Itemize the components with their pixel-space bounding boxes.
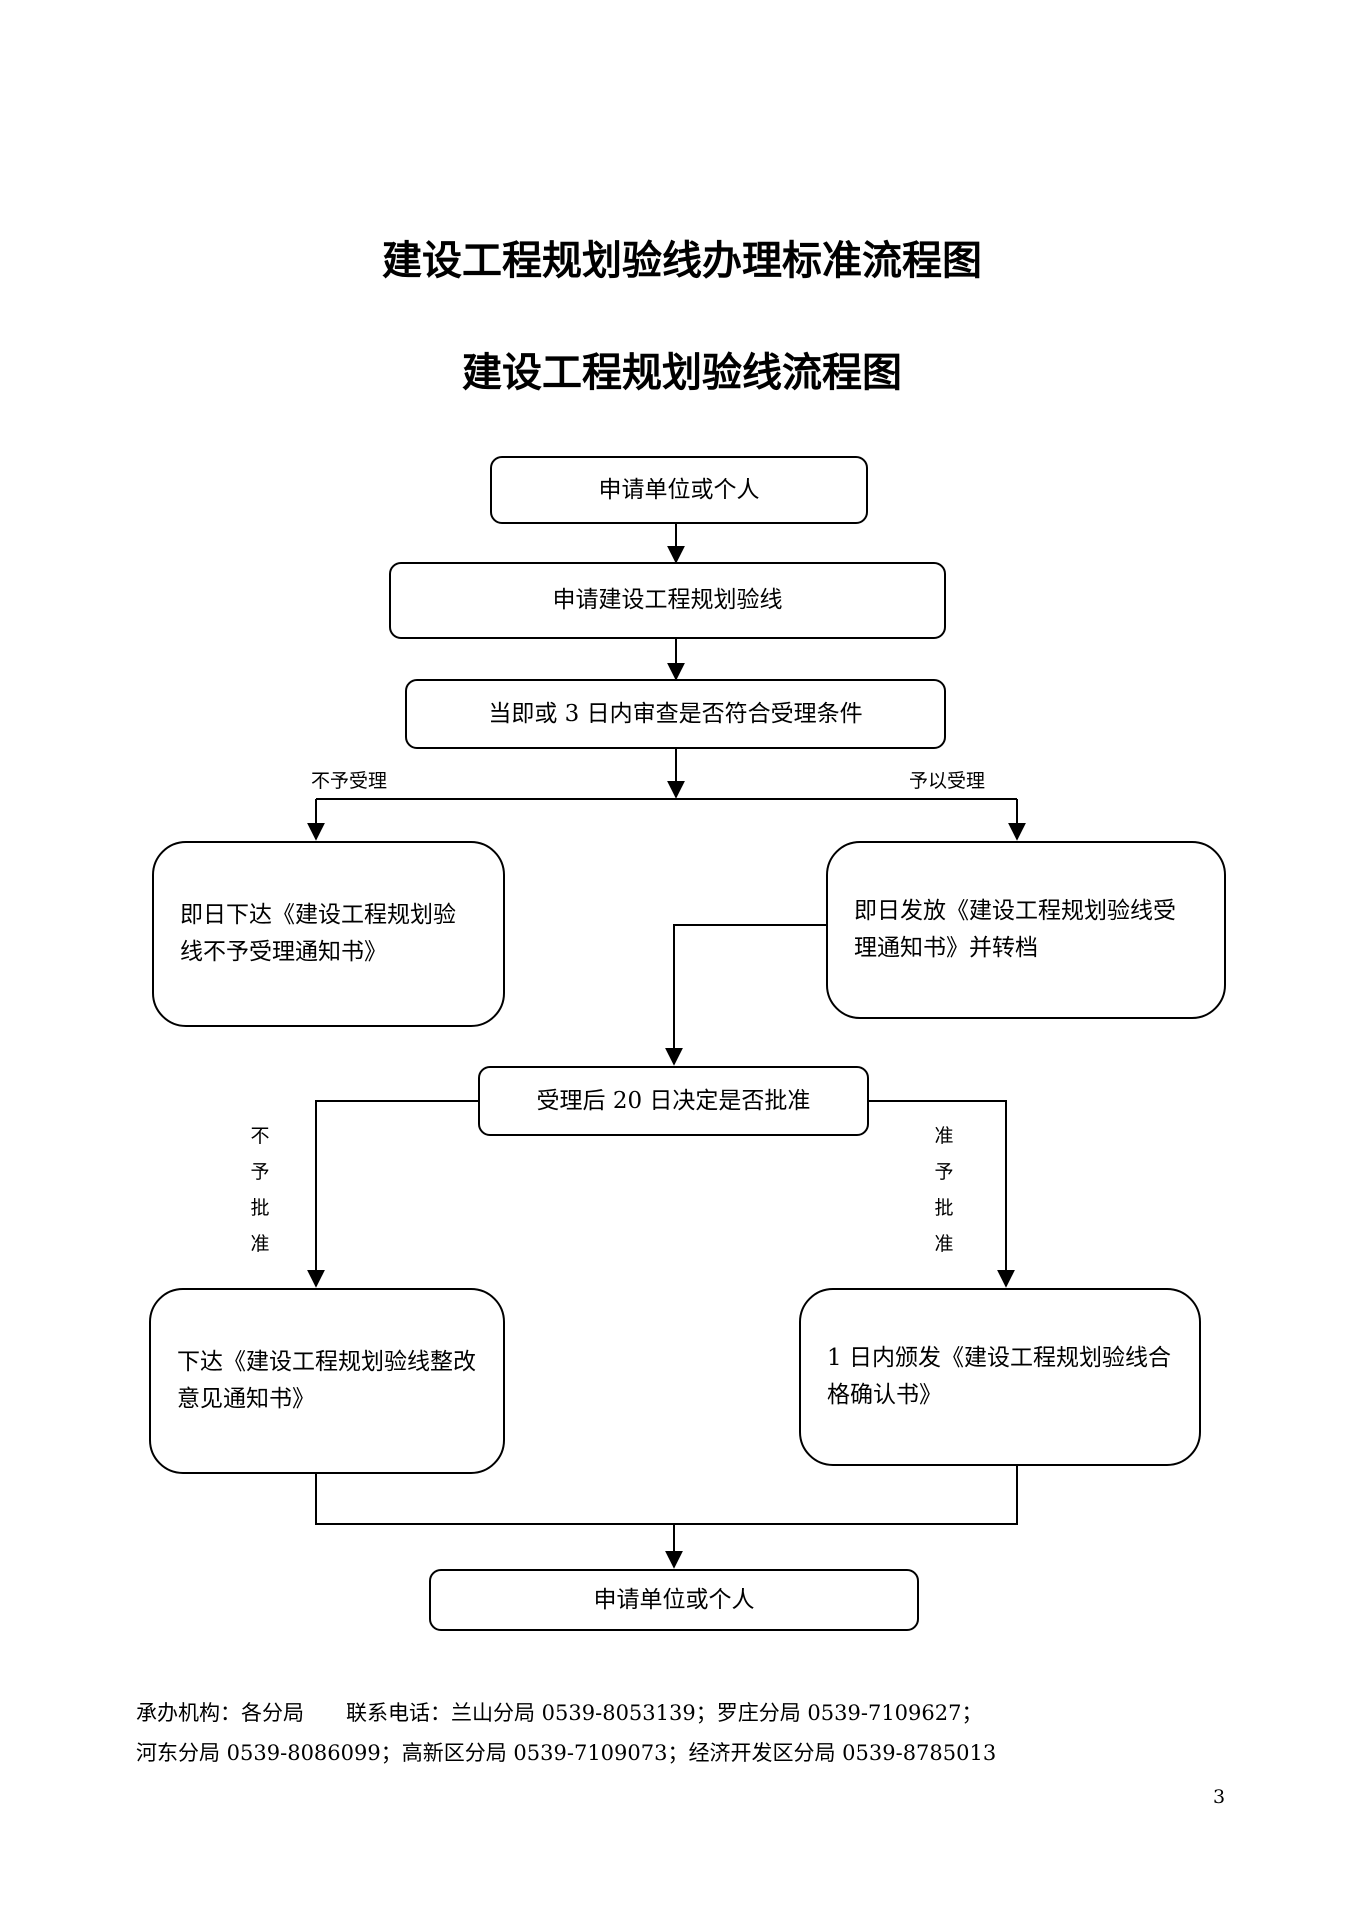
- label-not-approved: 不 予 批 准: [248, 1118, 272, 1262]
- sub-title: 建设工程规划验线流程图: [462, 350, 902, 396]
- footer-contacts-line1: 承办机构：各分局 联系电话：兰山分局 0539-8053139；罗庄分局 053…: [136, 1701, 983, 1725]
- node-accept-notice: 即日发放《建设工程规划验线受理通知书》并转档: [826, 841, 1226, 1019]
- node-rectify-notice: 下达《建设工程规划验线整改意见通知书》: [149, 1288, 505, 1474]
- label-not-approved-char: 予: [250, 1161, 270, 1183]
- label-not-approved-char: 批: [250, 1197, 270, 1219]
- arrow-decide-to-rectify: [307, 1100, 478, 1288]
- node-decide-label: 受理后 20 日决定是否批准: [536, 1087, 811, 1114]
- node-qualified-cert: 1 日内颁发《建设工程规划验线合格确认书》: [799, 1288, 1201, 1466]
- node-decide: 受理后 20 日决定是否批准: [478, 1066, 869, 1136]
- label-approved: 准 予 批 准: [932, 1118, 956, 1262]
- node-reject-notice-label: 即日下达《建设工程规划验线不予受理通知书》: [180, 902, 456, 965]
- node-review: 当即或 3 日内审查是否符合受理条件: [405, 679, 946, 749]
- label-approved-char: 准: [934, 1125, 954, 1147]
- node-apply-label: 申请建设工程规划验线: [552, 587, 783, 614]
- page-number: 3: [1213, 1786, 1226, 1808]
- label-approved-char: 准: [934, 1233, 954, 1255]
- label-approved-char: 予: [934, 1161, 954, 1183]
- footer-contacts-line2: 河东分局 0539-8086099；高新区分局 0539-7109073；经济开…: [136, 1741, 997, 1765]
- node-end: 申请单位或个人: [429, 1569, 919, 1631]
- node-start-label: 申请单位或个人: [598, 476, 760, 503]
- node-end-label: 申请单位或个人: [593, 1586, 755, 1613]
- node-review-label: 当即或 3 日内审查是否符合受理条件: [488, 700, 863, 727]
- label-not-approved-char: 准: [250, 1233, 270, 1255]
- node-qualified-cert-label: 1 日内颁发《建设工程规划验线合格确认书》: [827, 1345, 1171, 1408]
- main-title: 建设工程规划验线办理标准流程图: [382, 238, 982, 284]
- merge-line: [315, 1466, 1018, 1525]
- label-not-accepted: 不予受理: [311, 770, 388, 792]
- node-reject-notice: 即日下达《建设工程规划验线不予受理通知书》: [152, 841, 505, 1027]
- node-start: 申请单位或个人: [490, 456, 868, 524]
- label-approved-char: 批: [934, 1197, 954, 1219]
- node-accept-notice-label: 即日发放《建设工程规划验线受理通知书》并转档: [854, 898, 1176, 961]
- node-apply: 申请建设工程规划验线: [389, 562, 946, 639]
- node-rectify-notice-label: 下达《建设工程规划验线整改意见通知书》: [177, 1349, 476, 1412]
- label-accepted: 予以受理: [909, 770, 986, 792]
- arrow-decide-to-qualified: [869, 1100, 1015, 1288]
- arrow-accept-to-decide: [665, 924, 826, 1066]
- label-not-approved-char: 不: [250, 1125, 270, 1147]
